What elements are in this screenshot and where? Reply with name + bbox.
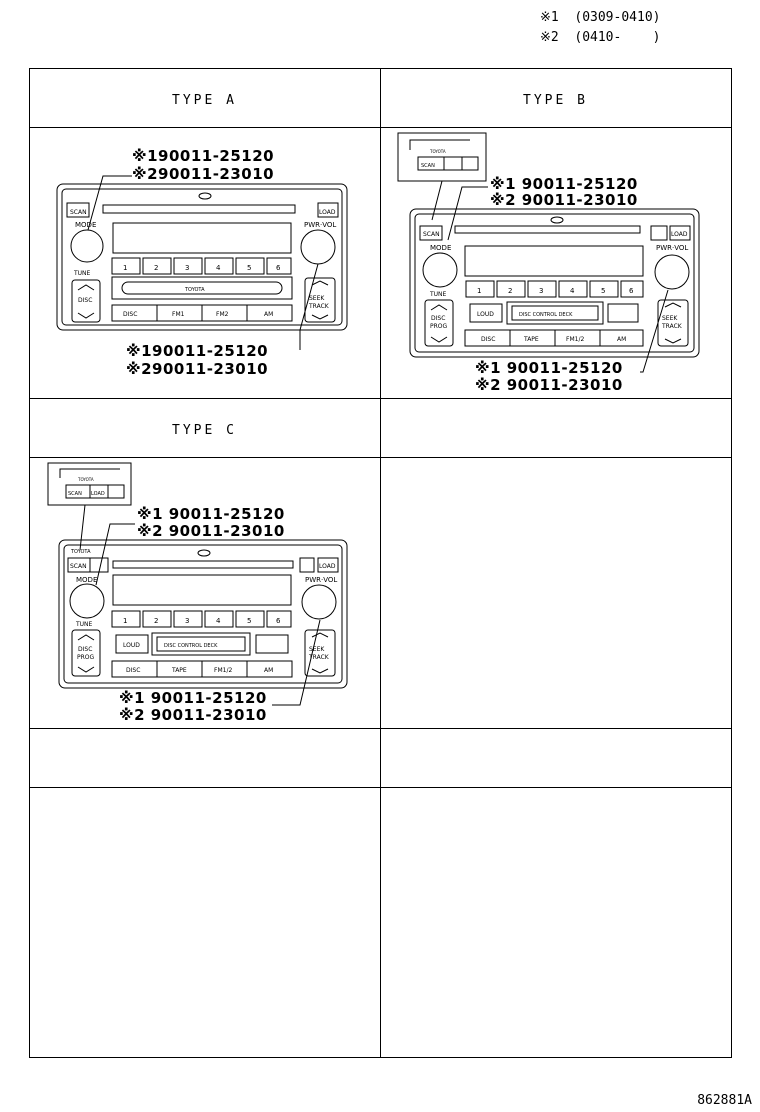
load-inset-c: LOAD	[91, 491, 105, 497]
preset-2-b: 2	[508, 287, 512, 295]
am-btn-b: AM	[617, 336, 626, 343]
part-a-top-2: ※290011-23010	[132, 165, 275, 183]
legend-1: ※1 (0309-0410)	[540, 10, 661, 25]
scan-label-c: SCAN	[70, 563, 87, 570]
preset-6-c: 6	[276, 617, 281, 625]
tune-label-c: TUNE	[75, 621, 93, 628]
preset-row-a: 1 2 3 4 5 6	[111, 257, 292, 275]
toyota-inset-c: TOYOTA	[77, 477, 94, 482]
loud-label-c: LOUD	[123, 642, 140, 649]
scan-label-a: SCAN	[70, 209, 87, 216]
disc-label-c: DISC	[78, 646, 92, 653]
preset-3-b: 3	[539, 287, 543, 295]
mode-label-a: MODE	[75, 221, 96, 229]
toyota-inset-b: TOYOTA	[429, 149, 446, 154]
tape-btn-c: TAPE	[171, 667, 187, 674]
preset-5-a: 5	[247, 264, 251, 272]
radio-type-c: SCAN LOAD TOYOTA TOYOTA SCAN LOAD MODE P…	[47, 462, 348, 706]
am-btn-a: AM	[264, 311, 273, 318]
mode-label-c: MODE	[76, 576, 97, 584]
disc-btn-a: DISC	[123, 311, 137, 318]
preset-1-a: 1	[123, 264, 127, 272]
radio-type-a: SCAN LOAD MODE PWR·VOL 1 2 3 4 5 6 TOYOT…	[56, 175, 348, 350]
preset-2-a: 2	[154, 264, 158, 272]
part-c-top-1: ※1 90011-25120	[137, 505, 285, 523]
load-label-a: LOAD	[319, 209, 336, 216]
disc-label-b: DISC	[431, 315, 445, 322]
disc-btn-b: DISC	[481, 336, 495, 343]
pwr-label-b: PWR·VOL	[656, 244, 688, 252]
preset-4-c: 4	[216, 617, 221, 625]
load-label-c: LOAD	[319, 563, 336, 570]
track-label-b: TRACK	[661, 323, 683, 330]
preset-row-b: 1 2 3 4 5 6	[465, 280, 644, 298]
toyota-label-c: TOYOTA	[70, 549, 91, 555]
legend-2: ※2 (0410- )	[540, 30, 661, 45]
part-b-top-2: ※2 90011-23010	[490, 191, 638, 209]
part-c-top-2: ※2 90011-23010	[137, 522, 285, 540]
fm12-btn-c: FM1/2	[214, 667, 232, 674]
disc-label-a: DISC	[78, 297, 92, 304]
row-line	[29, 728, 732, 729]
scan-inset-b: SCAN	[421, 163, 435, 169]
prog-label-c: PROG	[77, 654, 95, 661]
preset-3-a: 3	[185, 264, 189, 272]
loud-label-b: LOUD	[477, 311, 494, 318]
track-label-c: TRACK	[308, 654, 330, 661]
part-a-top-1: ※190011-25120	[132, 147, 275, 165]
fm1-btn-a: FM1	[172, 311, 185, 318]
scan-inset-c: SCAN	[68, 491, 82, 497]
figure-code: 862881A	[697, 1093, 752, 1108]
radio-type-b: SCAN TOYOTA SCAN LOAD MODE PWR·VOL 1 2 3…	[397, 132, 700, 373]
header-type-b: TYPE B	[523, 93, 588, 108]
header-type-a: TYPE A	[172, 93, 237, 108]
part-c-bot-2: ※2 90011-23010	[119, 706, 267, 724]
part-b-bot-1: ※1 90011-25120	[475, 359, 623, 377]
table-divider	[380, 68, 381, 1058]
load-label-b: LOAD	[671, 231, 688, 238]
tape-btn-b: TAPE	[523, 336, 539, 343]
part-c-bot-1: ※1 90011-25120	[119, 689, 267, 707]
row-line	[29, 127, 732, 128]
row-line	[29, 398, 732, 399]
am-btn-c: AM	[264, 667, 273, 674]
fm12-btn-b: FM1/2	[566, 336, 584, 343]
preset-1-b: 1	[477, 287, 481, 295]
preset-6-a: 6	[276, 264, 281, 272]
pwr-label-a: PWR·VOL	[304, 221, 336, 229]
toyota-label-a: TOYOTA	[184, 287, 205, 293]
deck-label-b: DISC CONTROL DECK	[519, 312, 573, 318]
preset-5-c: 5	[247, 617, 251, 625]
row-line	[29, 457, 732, 458]
prog-label-b: PROG	[430, 323, 448, 330]
seek-label-b: SEEK	[662, 315, 678, 322]
mode-label-b: MODE	[430, 244, 451, 252]
preset-4-a: 4	[216, 264, 221, 272]
disc-btn-c: DISC	[126, 667, 140, 674]
fm2-btn-a: FM2	[216, 311, 229, 318]
preset-6-b: 6	[629, 287, 634, 295]
preset-1-c: 1	[123, 617, 127, 625]
part-a-bot-1: ※190011-25120	[126, 342, 269, 360]
tune-label-b: TUNE	[429, 291, 447, 298]
preset-2-c: 2	[154, 617, 158, 625]
preset-3-c: 3	[185, 617, 189, 625]
preset-row-c: 1 2 3 4 5 6	[111, 610, 292, 628]
header-type-c: TYPE C	[172, 423, 237, 438]
tune-label-a: TUNE	[73, 270, 91, 277]
part-b-bot-2: ※2 90011-23010	[475, 376, 623, 394]
deck-label-c: DISC CONTROL DECK	[164, 643, 218, 649]
part-b-top-1: ※1 90011-25120	[490, 175, 638, 193]
part-a-bot-2: ※290011-23010	[126, 360, 269, 378]
preset-4-b: 4	[570, 287, 575, 295]
pwr-label-c: PWR·VOL	[305, 576, 337, 584]
preset-5-b: 5	[601, 287, 605, 295]
scan-label-b: SCAN	[423, 231, 440, 238]
seek-label-a: SEEK	[309, 295, 325, 302]
seek-label-c: SEEK	[309, 646, 325, 653]
track-label-a: TRACK	[308, 303, 330, 310]
row-line	[29, 787, 732, 788]
